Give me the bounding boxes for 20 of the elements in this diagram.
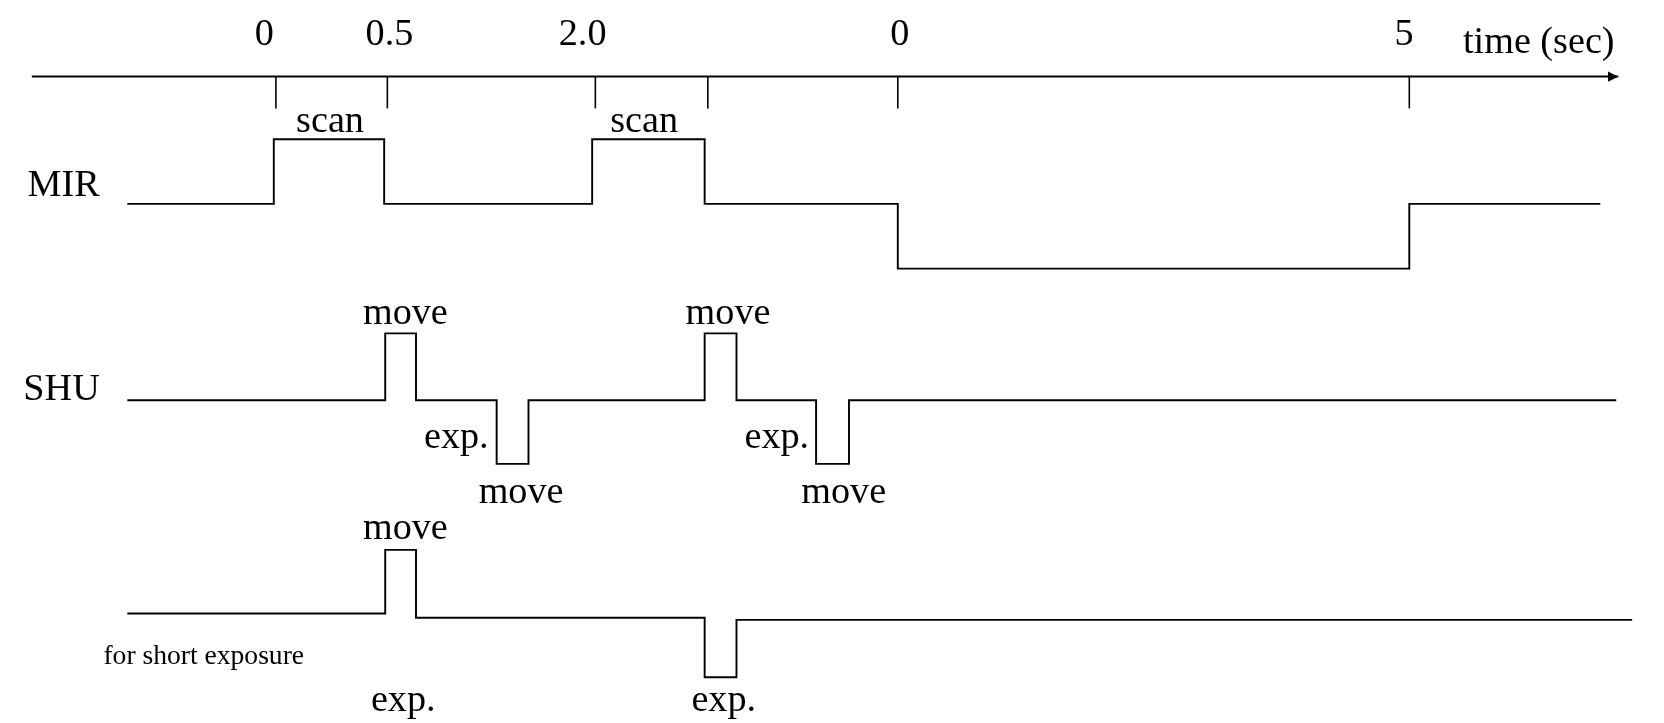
signal-label: SHU [23,368,100,407]
phase-label: move [362,291,448,331]
phase-label: move [478,471,564,510]
phase-label: move [685,291,771,331]
tick-label: 5 [1394,12,1414,51]
tick-label: 0 [254,12,274,51]
phase-label: exp. [691,679,757,718]
phase-label: scan [296,99,364,138]
phase-label: move [801,471,887,510]
phase-label: exp. [423,416,489,455]
phase-label: exp. [744,416,810,455]
tick-label: 2.0 [558,12,607,51]
phase-label: exp. [370,679,436,718]
tick-label: 0 [890,12,910,51]
note-text: for short exposure [103,640,305,669]
signal-label: MIR [27,163,100,202]
phase-label: scan [610,99,679,138]
tick-label: 0.5 [365,12,414,51]
phase-label: move [362,507,448,546]
axis-label: time (sec) [1462,21,1615,60]
